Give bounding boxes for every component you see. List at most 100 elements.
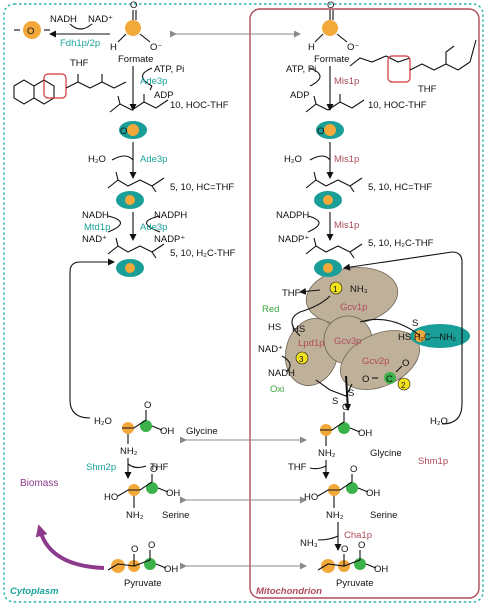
hs-1: HS (268, 322, 281, 333)
serine-cyto: O OH HO NH₂ (104, 464, 180, 521)
h2c-thf-cyto (107, 237, 165, 277)
cyto-cycle-line (69, 258, 115, 419)
thf-mito-low: THF (288, 462, 307, 473)
svg-text:OH: OH (374, 564, 388, 575)
svg-text:H₂C—NH₂: H₂C—NH₂ (414, 332, 456, 342)
enzyme-gcv1: Gcv1p (340, 302, 367, 313)
svg-text:NH₂: NH₂ (318, 448, 336, 459)
co2-molecule: O (14, 21, 50, 39)
step-badge-2: 2 (397, 377, 411, 391)
hc-thf-cyto (107, 171, 165, 209)
svg-text:O: O (362, 374, 369, 385)
hc-thf-label-mito: 5, 10, HC=THF (368, 182, 432, 193)
glycine-mito: O OH NH₂ (318, 402, 372, 459)
nadh-cyto-top: NADH (50, 14, 77, 25)
s-3: S (348, 388, 354, 399)
svg-text:H: H (110, 42, 117, 53)
h2c-thf-mito (305, 237, 363, 259)
enzyme-cha1: Cha1p (344, 530, 372, 541)
h2o-mito: H₂O (284, 154, 302, 165)
nh3-mito: NH₃ (300, 538, 318, 549)
svg-text:O: O (131, 544, 138, 555)
enzyme-gcv2: Gcv2p (362, 356, 389, 367)
svg-text:O: O (342, 402, 349, 413)
svg-text:3: 3 (299, 355, 304, 364)
gcv-complex (284, 259, 421, 390)
pyruvate-label-cyto: Pyruvate (124, 578, 162, 589)
thf-cyto-low: THF (150, 462, 169, 473)
hc-thf-mito (305, 171, 363, 209)
svg-text:OH: OH (164, 564, 178, 575)
enzyme-mtd1: Mtd1p (84, 222, 110, 233)
enzyme-shm1: Shm1p (418, 456, 448, 467)
svg-text:OH: OH (366, 488, 380, 499)
svg-text:HO: HO (104, 492, 118, 503)
h2o-cyto: H₂O (88, 154, 106, 165)
serine-mito: O OH HO NH₂ (304, 464, 380, 521)
nadph-cyto: NADPH (154, 210, 187, 221)
enzyme-mis1-3: Mis1p (334, 220, 359, 231)
step-badge-1: 1 (329, 281, 343, 295)
nadp-mito: NADP⁺ (278, 234, 309, 245)
biomass-label: Biomass (20, 478, 58, 489)
mito-cycle-line (343, 251, 463, 425)
formate-label-mito: Formate (314, 54, 349, 65)
formate-label-cyto: Formate (118, 54, 153, 65)
h2o-cyto-low: H₂O (94, 416, 112, 427)
enzyme-gcv3: Gcv3p (334, 336, 361, 347)
svg-text:O⁻: O⁻ (347, 42, 359, 53)
svg-text:O: O (130, 0, 137, 11)
mitochondrion-label: Mitochondrion (256, 586, 322, 597)
h2o-mito-low: H₂O (430, 416, 448, 427)
biomass-arrow (35, 524, 105, 570)
thf-gcv: THF (282, 288, 301, 299)
svg-text:O: O (148, 540, 155, 551)
hoc-thf-label-mito: 10, HOC-THF (368, 100, 427, 111)
pyruvate-mito: O O OH (317, 540, 388, 575)
nadph-mito: NADPH (276, 210, 309, 221)
h2c-thf-label-mito: 5, 10, H₂C-THF (368, 238, 434, 249)
nad-cyto-mid: NAD⁺ (82, 234, 107, 245)
svg-text:1: 1 (333, 285, 338, 294)
cytoplasm-border (3, 3, 484, 603)
svg-text:O: O (402, 358, 409, 369)
enzyme-lpd1: Lpd1p (298, 338, 324, 349)
h2c-thf-label-cyto: 5, 10, H₂C-THF (170, 248, 236, 259)
thf-structure-mito (349, 39, 477, 83)
enzyme-fdh: Fdh1p/2p (60, 38, 100, 49)
svg-text:C: C (386, 374, 393, 385)
enzyme-mis1-2: Mis1p (334, 154, 359, 165)
hc-thf-label-cyto: 5, 10, HC=THF (170, 182, 234, 193)
s-1: S (412, 318, 418, 329)
svg-text:OH: OH (166, 488, 180, 499)
gcv-out-arrow (344, 375, 352, 411)
svg-text:O⁻: O⁻ (150, 42, 162, 53)
adp-mito: ADP (290, 90, 310, 101)
svg-text:O: O (144, 400, 151, 411)
lipoyl-ring (315, 379, 353, 397)
svg-text:H: H (308, 42, 315, 53)
serine-label-mito: Serine (370, 510, 397, 521)
aminomethyl-group: H₂C—NH₂ (410, 324, 470, 348)
svg-text:O: O (341, 544, 348, 555)
atp-pi-cyto: ATP, Pi (154, 64, 184, 75)
pyruvate-cyto: O O OH (107, 540, 178, 575)
svg-text:OH: OH (160, 426, 174, 437)
enzyme-ade3-1: Ade3p (140, 76, 167, 87)
thf-mito: THF (418, 84, 437, 95)
glycine-cyto: O OH NH₂ (120, 400, 174, 457)
formate-mito: O H O⁻ (308, 0, 359, 53)
nad-cyto-top: NAD⁺ (88, 14, 113, 25)
hoc-thf-label-cyto: 10, HOC-THF (170, 100, 229, 111)
svg-text:NH₂: NH₂ (126, 510, 144, 521)
enzyme-ade3-3: Ade3p (140, 222, 167, 233)
glycine-label-mito: Glycine (370, 448, 402, 459)
cytoplasm-label: Cytoplasm (10, 586, 59, 597)
formate-cyto: O H O⁻ (110, 0, 162, 53)
s-2: S (332, 396, 338, 407)
atp-pi-mito: ATP, Pi (286, 64, 316, 75)
svg-text:2: 2 (401, 381, 406, 390)
nh3-gcv: NH₃ (350, 284, 368, 295)
svg-text:THF: THF (70, 58, 89, 69)
svg-text:HO: HO (304, 492, 318, 503)
